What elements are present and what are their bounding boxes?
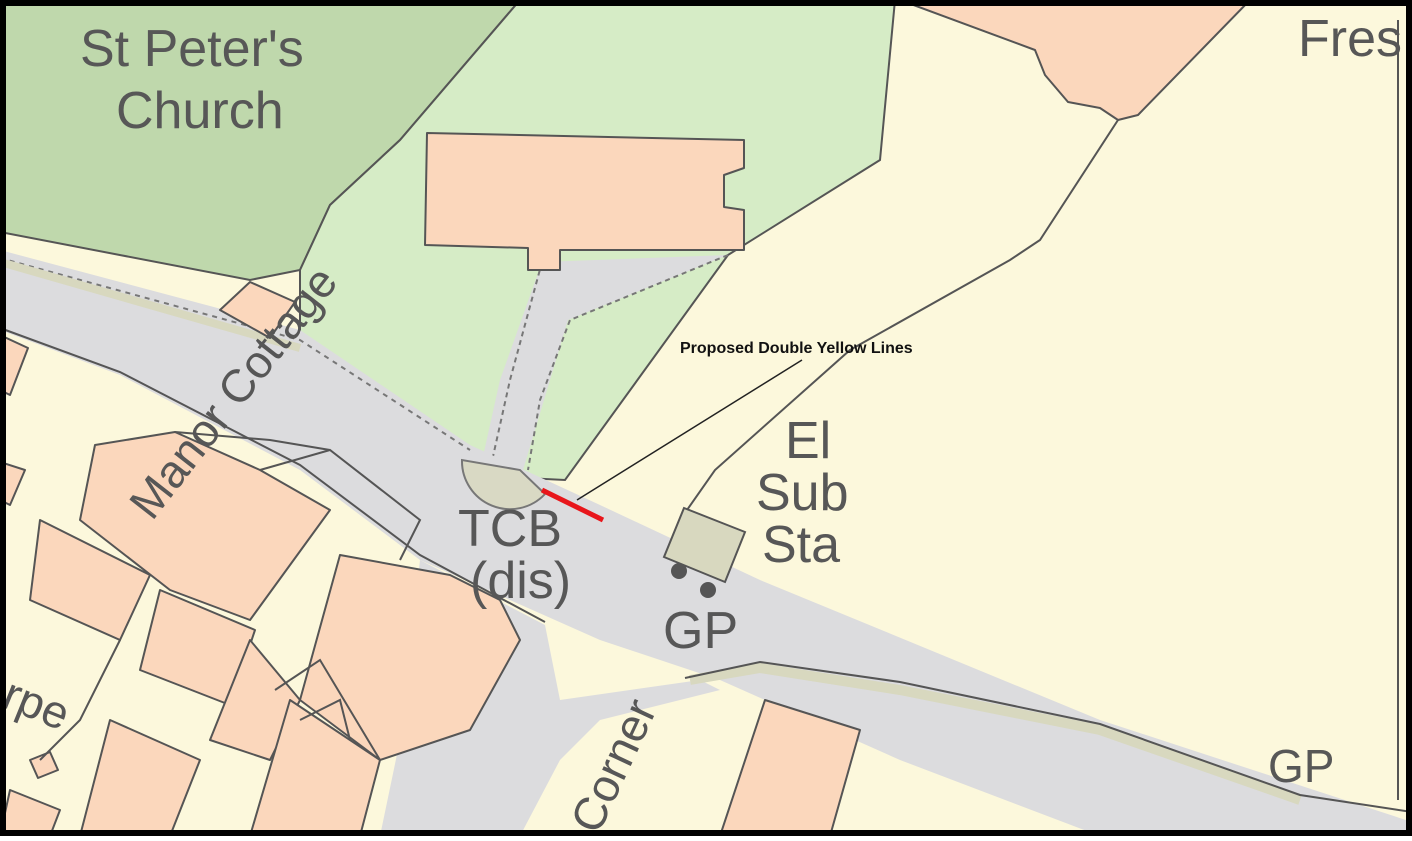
main-road: [0, 250, 1412, 836]
label-annotation: Proposed Double Yellow Lines: [680, 340, 913, 357]
gp-marker-2: [700, 582, 716, 598]
proposed-double-yellow-lines-marker[interactable]: [540, 487, 605, 523]
turning-circle: [460, 458, 547, 511]
building-small-1: [219, 281, 296, 339]
label-church-line2: Church: [116, 82, 284, 140]
label-church-line1: St Peter's: [80, 20, 304, 78]
label-tcb: TCB: [458, 500, 562, 558]
label-sub: Sub: [756, 464, 849, 522]
label-gp-centre: GP: [663, 602, 738, 660]
driveway: [480, 255, 728, 480]
label-gp-right: GP: [1268, 740, 1334, 792]
building-small-2: [0, 334, 29, 396]
label-tcb-dis: (dis): [470, 552, 571, 610]
building-top-right: [899, 0, 1251, 121]
label-el: El: [785, 412, 831, 470]
gp-marker-1: [671, 563, 687, 579]
building-large: [424, 132, 745, 271]
label-fresh-partial: Fres: [1298, 10, 1402, 68]
substation-building: [662, 506, 747, 584]
label-sta: Sta: [762, 516, 840, 574]
annotation-leader-line: [576, 359, 803, 501]
building-cluster-left: [0, 431, 861, 837]
